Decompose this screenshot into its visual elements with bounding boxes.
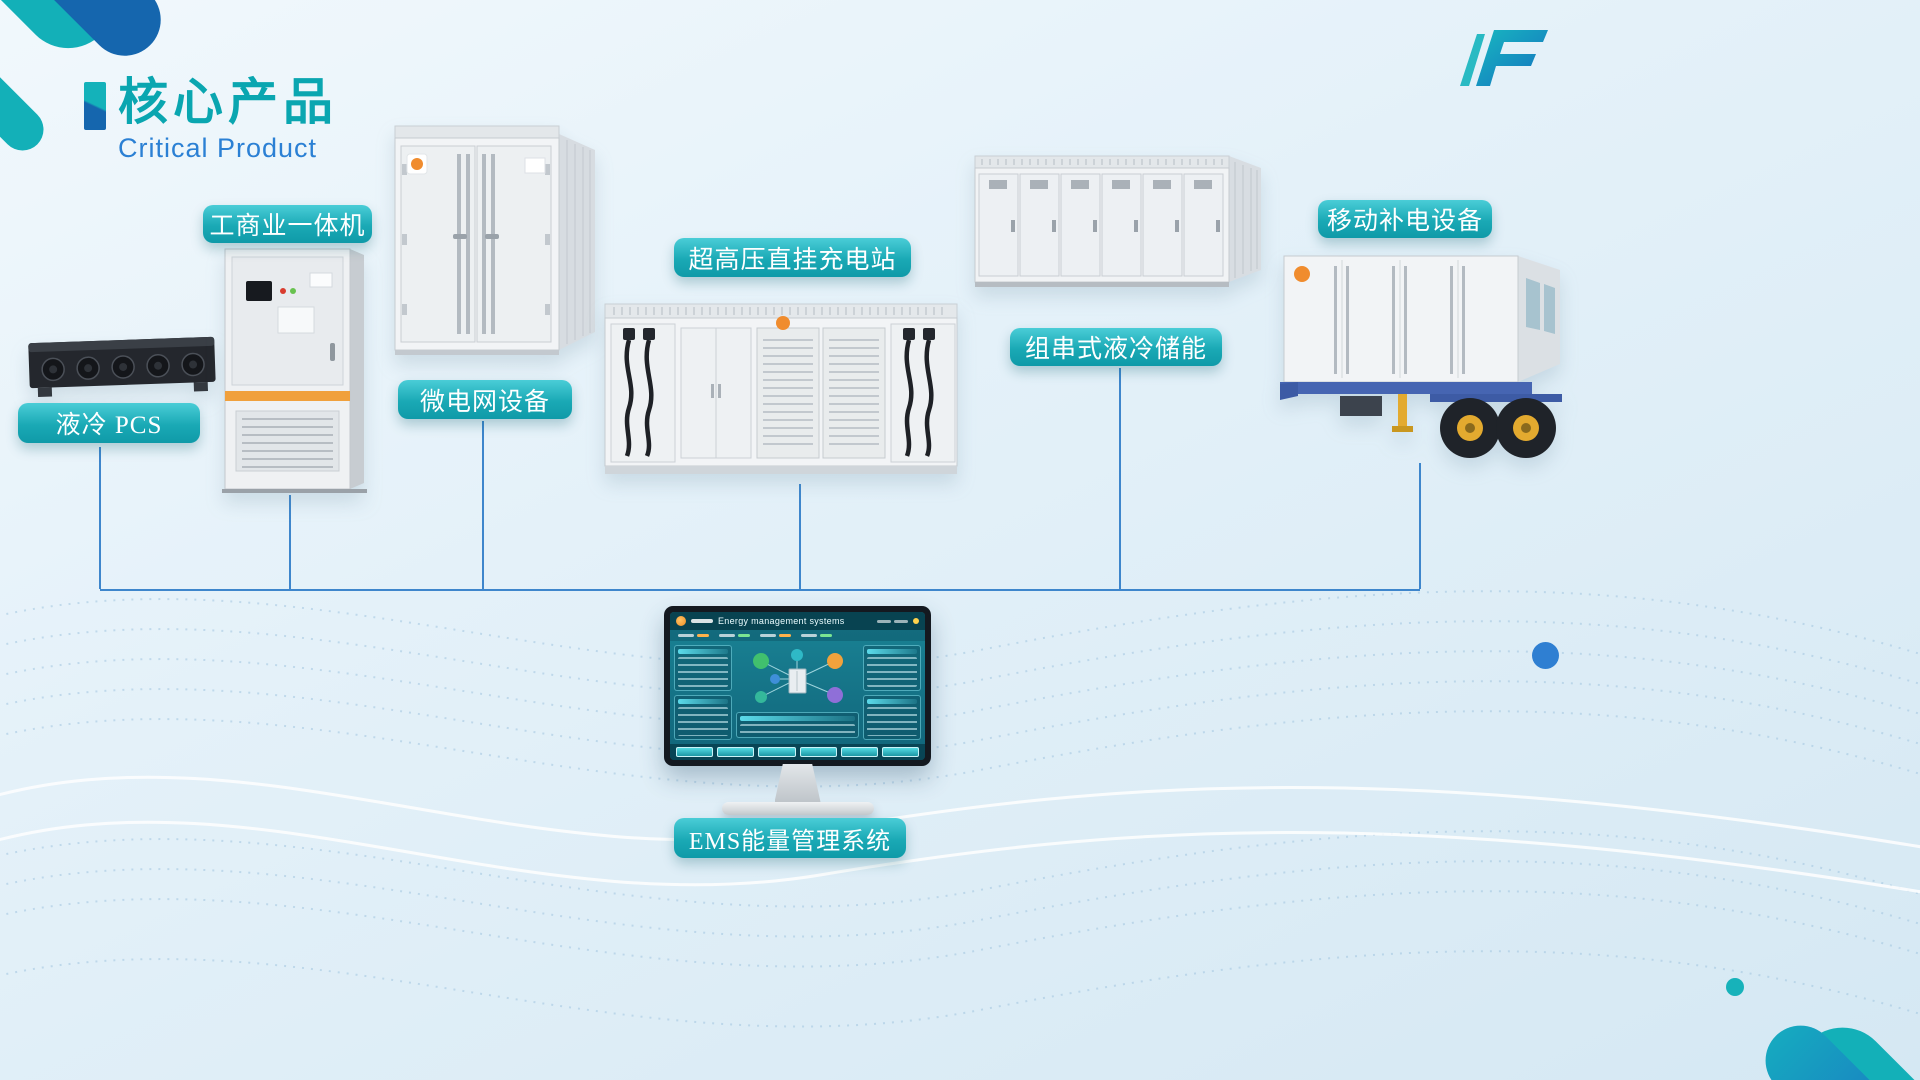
header: 核心产品 Critical Product <box>84 76 338 164</box>
ems-left-panel-top <box>674 645 732 691</box>
ems-brand-text <box>691 619 713 623</box>
ems-center-panel <box>736 712 859 738</box>
microgrid-container-image <box>393 124 599 366</box>
connector-pcs <box>99 447 101 589</box>
right-edge-blue-dot <box>1532 642 1559 669</box>
ems-screen-body <box>670 641 925 744</box>
label-text: 液冷 PCS <box>55 412 163 439</box>
ems-flow-diagram <box>752 649 843 703</box>
ems-screen-title: Energy management systems <box>718 616 845 626</box>
connector-microgrid <box>482 421 484 589</box>
alarm-indicator-icon <box>913 618 919 624</box>
label-charging-station: 超高压直挂充电站 <box>674 238 911 277</box>
label-text: 超高压直挂充电站 <box>688 246 897 274</box>
page-title: 核心产品 <box>118 74 338 130</box>
monitor-frame: Energy management systems <box>664 606 931 766</box>
label-text: 工商业一体机 <box>209 213 366 240</box>
all-in-one-cabinet-image <box>222 245 367 493</box>
ems-button-bar <box>670 744 925 760</box>
mobile-trailer-image <box>1280 252 1570 470</box>
ems-monitor: Energy management systems <box>664 606 931 815</box>
company-logo <box>1460 30 1548 86</box>
label-all-in-one: 工商业一体机 <box>203 205 372 243</box>
connector-string-storage <box>1119 368 1121 589</box>
label-string-storage: 组串式液冷储能 <box>1010 328 1222 366</box>
connector-all-in-one <box>289 495 291 589</box>
ems-screen-header: Energy management systems <box>670 612 925 630</box>
label-ems-system: EMS能量管理系统 <box>674 818 906 858</box>
ems-screen-button <box>840 747 878 757</box>
label-liquid-cooled-pcs: 液冷 PCS <box>18 403 200 443</box>
ems-screen-button <box>717 747 755 757</box>
monitor-stand-neck <box>774 764 821 802</box>
ems-logo-icon <box>676 616 686 626</box>
ems-header-status <box>877 619 908 623</box>
label-microgrid: 微电网设备 <box>398 380 572 419</box>
ems-right-panel-bottom <box>863 694 921 740</box>
monitor-stand-base <box>721 802 874 815</box>
string-storage-image <box>973 150 1265 300</box>
connector-mobile-equipment <box>1419 463 1421 589</box>
ems-left-panel-bottom <box>674 694 732 740</box>
ems-screen-button <box>676 747 714 757</box>
ems-screen-button <box>799 747 837 757</box>
page-subtitle: Critical Product <box>118 133 318 163</box>
liquid-cooled-pcs-image <box>25 326 220 402</box>
ems-right-panel-top <box>863 645 921 691</box>
title-accent-bar <box>84 82 106 130</box>
connector-charging-station <box>799 484 801 589</box>
label-text: 移动补电设备 <box>1326 208 1483 235</box>
connector-bus <box>100 589 1420 591</box>
label-text: EMS能量管理系统 <box>688 828 892 855</box>
ems-mode-bar <box>670 630 925 641</box>
ems-screen: Energy management systems <box>670 612 925 760</box>
label-text: 微电网设备 <box>419 388 550 416</box>
label-text: 组串式液冷储能 <box>1024 336 1207 363</box>
label-mobile-equipment: 移动补电设备 <box>1318 200 1492 238</box>
corner-decoration-bottom-right-dot <box>1726 978 1744 996</box>
ems-screen-button <box>881 747 920 757</box>
ems-screen-button <box>758 747 796 757</box>
charging-station-image <box>603 296 963 486</box>
